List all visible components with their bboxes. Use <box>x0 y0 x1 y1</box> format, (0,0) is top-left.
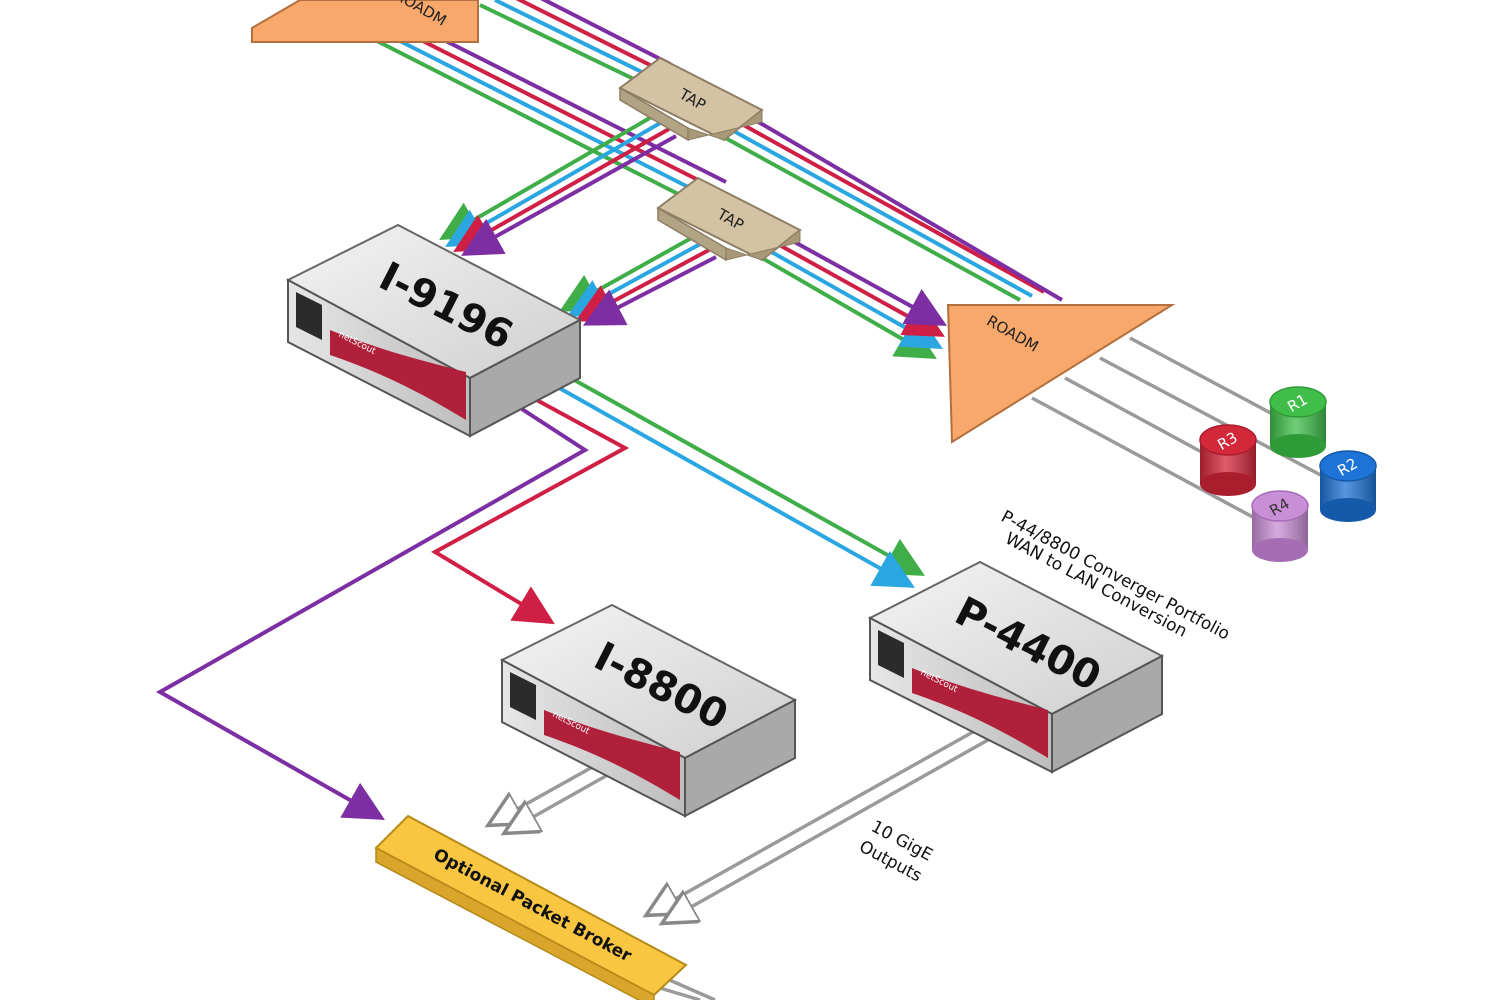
router-bottom <box>1320 498 1376 522</box>
router-link <box>1064 376 1221 464</box>
fiber-purple <box>540 0 671 66</box>
tap-bottom: TAP <box>656 176 802 262</box>
device-i8800: netScout I-8800 <box>499 603 798 818</box>
output-line <box>652 726 981 912</box>
roadm-bottom: ROADM <box>946 304 1176 444</box>
device-accent-swoosh <box>544 710 680 800</box>
device-accent-swoosh <box>912 668 1048 758</box>
fiber-purple <box>419 26 727 184</box>
fiber-red <box>453 127 670 252</box>
tap-top: TAP <box>618 56 764 142</box>
fiber-green <box>559 370 925 576</box>
router-top <box>1251 490 1309 522</box>
fiber-green <box>559 234 696 312</box>
tap-side-face <box>687 108 763 141</box>
router-r3: R3 <box>1199 424 1257 496</box>
fiber-blue <box>544 378 915 588</box>
fiber-blue <box>494 0 651 78</box>
roadm-top: ROADM <box>251 0 479 43</box>
fiber-blue <box>445 120 663 247</box>
fiber-red <box>515 0 661 72</box>
device-vent <box>296 292 322 340</box>
device-vent <box>878 630 904 678</box>
broker-front <box>375 846 655 1000</box>
fiber-purple <box>461 134 677 256</box>
roadm-shape <box>946 304 1176 444</box>
fiber-blue <box>767 248 943 349</box>
router-r1: R1 <box>1269 386 1327 458</box>
device-side <box>1051 654 1163 774</box>
router-bottom <box>1252 538 1308 562</box>
router-top <box>1269 386 1327 418</box>
router-r2: R2 <box>1319 450 1377 522</box>
fiber-purple <box>155 398 589 820</box>
router-r4: R4 <box>1251 490 1309 562</box>
fiber-green <box>479 3 641 84</box>
device-vent <box>510 672 536 720</box>
device-side <box>469 318 581 438</box>
device-i9196: netScout I-9196 <box>285 223 583 438</box>
fiber-blue <box>566 241 703 317</box>
fiber-purple <box>582 255 717 326</box>
outputs-note: 10 GigE Outputs <box>856 817 936 887</box>
router-bottom <box>1200 472 1256 496</box>
fiber-green <box>439 113 657 241</box>
router-top <box>1199 424 1257 456</box>
roadm-shape <box>251 0 479 43</box>
router-bottom <box>1270 434 1326 458</box>
output-line <box>664 976 716 1000</box>
fiber-purple <box>779 232 948 326</box>
device-accent-swoosh <box>330 330 466 420</box>
packet-broker: Optional Packet Broker <box>374 814 688 1000</box>
fiber-green <box>374 38 691 202</box>
fiber-red <box>773 240 945 337</box>
output-line <box>510 766 621 830</box>
fiber-purple <box>748 115 1064 302</box>
output-line <box>494 758 606 822</box>
fiber-red <box>404 30 715 190</box>
fiber-blue <box>389 34 703 196</box>
gray-outputs <box>494 336 1331 1000</box>
tap-side-face <box>725 228 801 261</box>
fiber-blue <box>729 127 1033 298</box>
router-link <box>1099 356 1331 482</box>
fiber-red <box>430 390 630 625</box>
router-link <box>1031 396 1263 524</box>
device-side <box>684 698 796 818</box>
fiber-red <box>574 248 710 322</box>
device-p4400: netScout P-4400 <box>867 560 1165 774</box>
fiber-bundles <box>155 0 1064 820</box>
router-top <box>1319 450 1377 482</box>
router-link <box>1129 336 1281 420</box>
fiber-green <box>719 133 1021 302</box>
output-line <box>668 734 996 920</box>
fiber-red <box>739 121 1045 294</box>
